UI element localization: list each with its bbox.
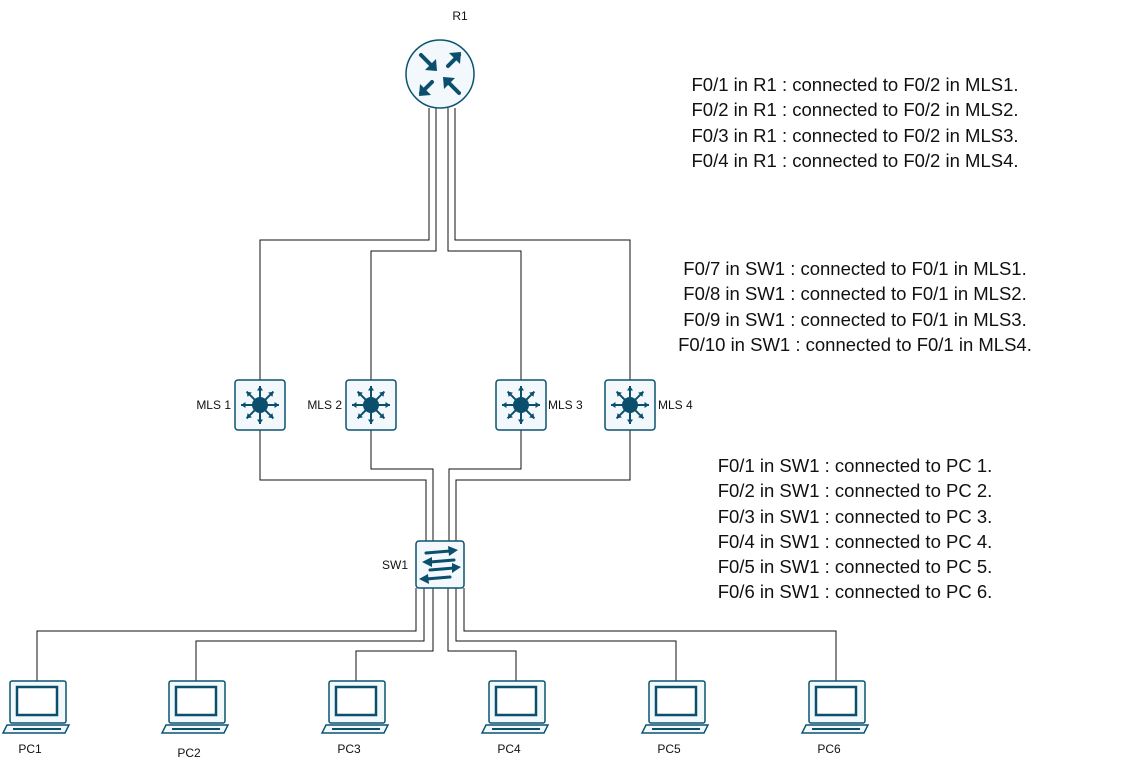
link-sw1-pc4 [447, 588, 517, 681]
link-r1-mls3 [447, 108, 522, 380]
mls-switch-3[interactable]: MLS 3 [495, 379, 583, 431]
pc-label: PC4 [497, 742, 521, 756]
router-r1[interactable]: R1 [405, 9, 475, 109]
computer-icon [1, 680, 71, 734]
link-sw1-pc6 [463, 588, 837, 681]
router-icon [405, 39, 475, 109]
multilayer-switch-icon [495, 379, 547, 431]
connection-note-line: F0/2 in R1 : connected to F0/2 in MLS2. [691, 99, 1019, 121]
computer-icon [320, 680, 390, 734]
router-to-mls-links [259, 108, 631, 380]
connection-note-line: F0/9 in SW1 : connected to F0/1 in MLS3. [683, 308, 1027, 330]
link-mls1-sw1 [259, 430, 427, 542]
mls-switch-1[interactable]: MLS 1 [196, 379, 286, 431]
pc-label: PC1 [18, 742, 42, 756]
connection-note-line: F0/1 in R1 : connected to F0/2 in MLS1. [691, 74, 1019, 95]
connection-note-line: F0/2 in SW1 : connected to PC 2. [717, 480, 993, 502]
connection-note-line: F0/4 in R1 : connected to F0/2 in MLS4. [691, 149, 1019, 171]
multilayer-switch-icon [345, 379, 397, 431]
computer-icon [640, 680, 710, 734]
access-switch-sw1[interactable]: SW1 [382, 540, 465, 589]
mls-label: MLS 2 [307, 398, 342, 412]
multilayer-switches: MLS 1 MLS 2 MLS 3 MLS 4 [196, 379, 693, 431]
mls-to-switch-links [259, 430, 631, 542]
mls-label: MLS 1 [196, 398, 231, 412]
mls-switch-2[interactable]: MLS 2 [307, 379, 397, 431]
switch-label: SW1 [382, 558, 408, 572]
computer-icon [160, 680, 230, 734]
switch-icon [415, 540, 465, 589]
link-sw1-pc5 [455, 588, 677, 681]
connection-note-line: F0/4 in SW1 : connected to PC 4. [717, 530, 993, 552]
pc-3[interactable]: PC3 [320, 680, 390, 756]
pc-2[interactable]: PC2 [160, 680, 230, 760]
link-r1-mls2 [370, 108, 437, 380]
mls-label: MLS 3 [548, 398, 583, 412]
connection-note-line: F0/8 in SW1 : connected to F0/1 in MLS2. [683, 283, 1027, 305]
pc-connection-notes: F0/1 in SW1 : connected to PC 1. F0/2 in … [640, 453, 1070, 605]
link-r1-mls4 [454, 108, 631, 380]
pc-1[interactable]: PC1 [1, 680, 71, 756]
multilayer-switch-icon [604, 379, 656, 431]
pc-label: PC6 [817, 742, 841, 756]
link-r1-mls1 [259, 108, 430, 380]
connection-note-line: F0/5 in SW1 : connected to PC 5. [717, 556, 993, 578]
computer-icon [800, 680, 870, 734]
computers: PC1 PC2 PC3 PC4 PC5 PC6 [1, 680, 870, 760]
pc-label: PC2 [177, 746, 201, 760]
pc-5[interactable]: PC5 [640, 680, 710, 756]
connection-note-line: F0/10 in SW1 : connected to F0/1 in MLS4… [678, 333, 1032, 355]
pc-label: PC3 [337, 742, 361, 756]
link-mls2-sw1 [370, 430, 434, 542]
connection-note-line: F0/3 in SW1 : connected to PC 3. [717, 505, 993, 527]
mls-label: MLS 4 [658, 398, 693, 412]
multilayer-switch-icon [234, 379, 286, 431]
pc-label: PC5 [657, 742, 681, 756]
link-mls3-sw1 [448, 430, 522, 542]
link-sw1-pc1 [36, 588, 417, 681]
mls-switch-4[interactable]: MLS 4 [604, 379, 693, 431]
mls-connection-notes: F0/7 in SW1 : connected to F0/1 in MLS1.… [640, 256, 1070, 357]
connection-note-line: F0/6 in SW1 : connected to PC 6. [717, 581, 993, 603]
connection-note-line: F0/3 in R1 : connected to F0/2 in MLS3. [691, 124, 1019, 146]
link-sw1-pc3 [355, 588, 434, 681]
computer-icon [480, 680, 550, 734]
connection-note-line: F0/7 in SW1 : connected to F0/1 in MLS1. [683, 258, 1027, 279]
router-connection-notes: F0/1 in R1 : connected to F0/2 in MLS1. F… [640, 72, 1070, 173]
link-mls4-sw1 [455, 430, 631, 542]
pc-4[interactable]: PC4 [480, 680, 550, 756]
connection-note-line: F0/1 in SW1 : connected to PC 1. [717, 455, 993, 476]
router-label: R1 [452, 9, 468, 23]
switch-to-pc-links [36, 588, 837, 681]
pc-6[interactable]: PC6 [800, 680, 870, 756]
link-sw1-pc2 [195, 588, 425, 681]
